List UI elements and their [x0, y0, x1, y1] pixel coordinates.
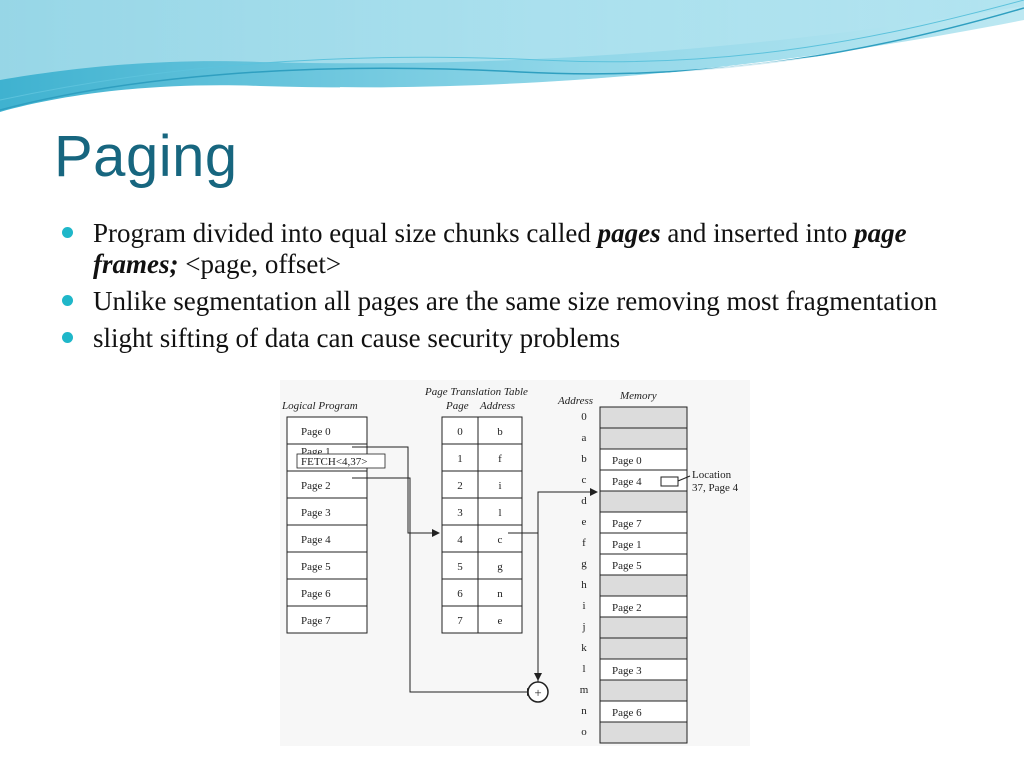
address-letter: m [580, 684, 589, 696]
memory-frame-label: Page 4 [612, 476, 642, 488]
page-translation-table-label: Page Translation Table [424, 386, 528, 398]
table-page-cell: 4 [457, 534, 463, 546]
address-letter: a [582, 432, 587, 444]
fetch-instruction: FETCH<4,37> [301, 456, 368, 468]
memory-frame [599, 679, 688, 702]
table-page-cell: 1 [457, 453, 463, 465]
location-leader [677, 475, 691, 482]
address-letter: e [582, 516, 587, 528]
address-letter: g [581, 558, 587, 570]
location-marker [660, 476, 679, 487]
address-letter: n [581, 705, 587, 717]
table-address-cell: g [497, 561, 503, 573]
address-letter: k [581, 642, 587, 654]
table-address-cell: n [497, 588, 503, 600]
logical-page-label: Page 5 [301, 561, 331, 573]
memory-frame [599, 616, 688, 639]
logical-page-label: Page 2 [301, 480, 331, 492]
logical-page-label: Page 4 [301, 534, 331, 546]
memory-frame-label: Page 1 [612, 539, 642, 551]
paging-diagram: Logical Program Page Translation Table P… [280, 380, 750, 746]
table-page-cell: 5 [457, 561, 463, 573]
address-letter: b [581, 453, 587, 465]
physical-address-arrow [537, 488, 598, 682]
table-page-cell: 7 [457, 615, 463, 627]
table-address-cell: e [498, 615, 503, 627]
emphasized-term: page frames; [93, 218, 907, 279]
memory-frame-label: Page 6 [612, 707, 642, 719]
location-page-label: 37, Page 4 [692, 482, 739, 494]
bullet-text: <page, offset> [178, 249, 342, 279]
translation-arrows [352, 446, 691, 696]
table-address-cell: c [498, 534, 503, 546]
header-wave-banner [0, 0, 1024, 112]
logical-program-label: Logical Program [281, 400, 358, 412]
logical-page-label: Page 6 [301, 588, 331, 600]
memory-frame [599, 406, 688, 429]
bullet-item: slight sifting of data can cause securit… [60, 323, 960, 354]
address-letter: i [582, 600, 585, 612]
adder-symbol: + [534, 685, 541, 700]
page-translation-table: 0 b 1 f 2 i 3 l 4 c 5 g 6 n 7 e [441, 416, 523, 634]
address-letter: d [581, 495, 587, 507]
table-page-header: Page [445, 400, 469, 412]
table-address-cell: l [498, 507, 501, 519]
bullet-item: Program divided into equal size chunks c… [60, 218, 960, 280]
address-letter: c [582, 474, 587, 486]
address-letter: f [582, 537, 586, 549]
memory-frame-label: Page 2 [612, 602, 642, 614]
address-letter: o [581, 726, 587, 738]
memory: Page 0 Page 4 Page 7 Page 1 Page 5 Page 2 Page… [599, 406, 688, 744]
page-number-arrow [352, 446, 440, 537]
slide-title: Paging [54, 124, 238, 189]
table-page-cell: 6 [457, 588, 463, 600]
emphasized-term: pages [597, 218, 661, 248]
bullet-text: and inserted into [660, 218, 855, 248]
offset-arrow [352, 477, 535, 696]
bullet-item: Unlike segmentation all pages are the sa… [60, 286, 960, 317]
memory-frame [599, 490, 688, 513]
memory-frame [599, 721, 688, 744]
address-letter: h [581, 579, 587, 591]
memory-frame [599, 574, 688, 597]
address-column-label: Address [557, 395, 593, 407]
memory-label: Memory [619, 390, 657, 402]
address-letter: l [582, 663, 585, 675]
bullet-text: Unlike segmentation all pages are the sa… [93, 286, 938, 316]
memory-frame [599, 427, 688, 450]
address-letter: j [581, 621, 585, 633]
logical-page-label: Page 7 [301, 615, 331, 627]
address-letter: 0 [581, 411, 587, 423]
memory-frame [599, 637, 688, 660]
table-address-header: Address [479, 400, 515, 412]
bullet-text: Program divided into equal size chunks c… [93, 218, 598, 248]
table-page-cell: 3 [457, 507, 463, 519]
table-address-cell: i [498, 480, 501, 492]
table-page-cell: 0 [457, 426, 463, 438]
memory-frame-label: Page 3 [612, 665, 642, 677]
location-label: Location [692, 469, 732, 481]
table-address-cell: f [498, 453, 502, 465]
memory-frame-label: Page 7 [612, 518, 642, 530]
logical-page-label: Page 3 [301, 507, 331, 519]
bullet-list: Program divided into equal size chunks c… [60, 218, 960, 360]
fetch-instruction-box [296, 453, 386, 469]
memory-frame-label: Page 0 [612, 455, 642, 467]
bullet-dot-icon [62, 295, 73, 306]
bullet-dot-icon [62, 227, 73, 238]
table-page-cell: 2 [457, 480, 463, 492]
logical-page-label: Page 0 [301, 426, 331, 438]
bullet-dot-icon [62, 332, 73, 343]
adder-circle [527, 681, 549, 703]
memory-frame-label: Page 5 [612, 560, 642, 572]
bullet-text: slight sifting of data can cause securit… [93, 323, 621, 353]
table-address-cell: b [497, 426, 503, 438]
